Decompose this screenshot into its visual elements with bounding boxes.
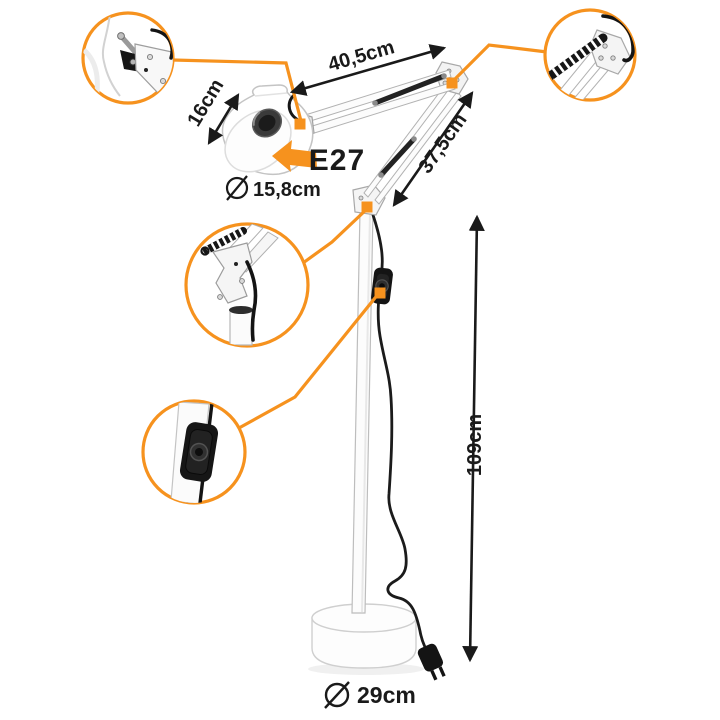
power-plug-icon (417, 643, 446, 681)
base-diameter-label: 29cm (357, 682, 416, 708)
callout-head-joint-detail (81, 11, 175, 105)
arrow-shade-height (207, 93, 240, 145)
shade-diameter: 15,8cm (225, 175, 321, 201)
bulb-socket (251, 108, 283, 138)
connector-switch (238, 291, 381, 430)
callout-arm-clamp-detail (184, 222, 310, 348)
connector-elbow (450, 43, 548, 84)
arrow-lower-arm (392, 91, 474, 207)
callout-point-markers (294, 77, 458, 299)
callout-connectors (172, 43, 548, 430)
callout-cord-switch-detail (141, 399, 247, 505)
socket-type-label: E27 (309, 144, 365, 177)
power-cord (371, 213, 432, 657)
lamp-base (308, 603, 424, 675)
connector-clamp (302, 206, 370, 265)
arrow-upper-arm (289, 44, 447, 96)
lamp-shade (221, 84, 314, 176)
switch-detail (179, 422, 219, 482)
arrow-stand-height (462, 214, 485, 663)
diameter-icon (225, 175, 249, 201)
upper-arm-length-label: 40,5cm (326, 36, 397, 76)
stand-height-label: 109cm (464, 414, 486, 476)
marker-head-joint (294, 118, 306, 130)
marker-clamp (361, 201, 373, 213)
connector-head-joint (172, 58, 303, 122)
callout-elbow-spring-detail (543, 8, 637, 102)
marker-elbow (446, 77, 458, 89)
socket-arrow-icon (272, 140, 317, 172)
base-diameter: 29cm (324, 681, 416, 709)
dimension-arrows (207, 44, 485, 663)
shade-diameter-label: 15,8cm (253, 179, 321, 201)
marker-switch (374, 287, 386, 299)
spring-coil (200, 227, 247, 256)
lamp-pole (351, 210, 374, 614)
diameter-icon (324, 681, 350, 709)
